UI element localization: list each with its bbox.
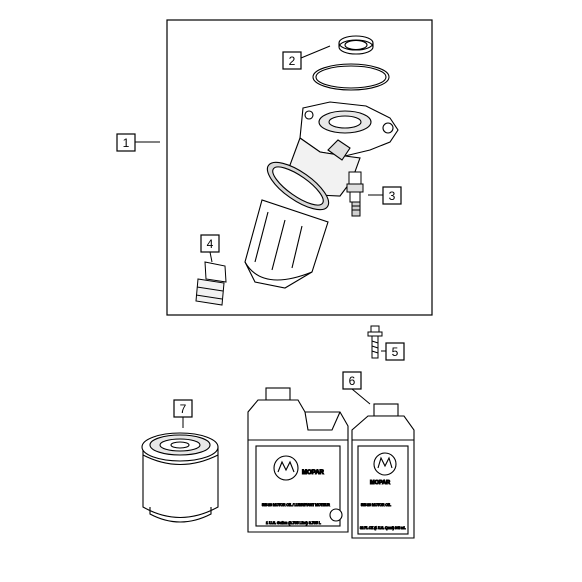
callout-4[interactable]: 4 (200, 234, 220, 263)
part-5-bolt[interactable] (367, 325, 383, 359)
part-6-oil-bottle[interactable]: MOPAR 5W-20 MOTOR OIL 32 FL OZ (1 U.S. Q… (351, 403, 415, 539)
part-2-seal-small[interactable] (338, 35, 374, 55)
callout-7-label: 7 (180, 402, 187, 416)
callout-5[interactable]: 5 (381, 342, 405, 361)
jug-volume: 1 U.S. Gallon (3.785 Liter) 3.785 L (266, 521, 321, 525)
callout-3[interactable]: 3 (368, 186, 402, 205)
callout-4-label: 4 (207, 237, 214, 251)
jug-label-line1: 5W-20 MOTOR OIL / LUBRIFIANT MOTEUR (262, 503, 330, 507)
part-7-oil-filter[interactable] (141, 432, 219, 523)
part-1-filter-housing[interactable] (244, 101, 399, 289)
part-3-sensor[interactable] (346, 171, 364, 217)
part-4-adapter[interactable] (195, 261, 227, 306)
callout-5-label: 5 (392, 345, 399, 359)
part-2-oring[interactable] (312, 63, 390, 91)
bottle-brand: MOPAR (370, 480, 390, 486)
callout-2-label: 2 (289, 54, 296, 68)
callout-1-label: 1 (123, 136, 130, 150)
callout-3-label: 3 (389, 189, 396, 203)
jug-brand: MOPAR (302, 470, 325, 476)
callout-6[interactable]: 6 (342, 371, 371, 405)
bottle-label-line1: 5W-20 MOTOR OIL (361, 503, 391, 507)
bottle-volume: 32 FL OZ (1 U.S. Quart) 946 mL (360, 526, 406, 530)
callout-6-label: 6 (349, 374, 356, 388)
part-6-oil-jug[interactable]: MOPAR 5W-20 MOTOR OIL / LUBRIFIANT MOTEU… (247, 387, 349, 533)
assembly-frame (166, 19, 433, 316)
callout-7[interactable]: 7 (173, 399, 193, 428)
callout-2[interactable]: 2 (282, 45, 331, 70)
callout-1[interactable]: 1 (116, 133, 160, 152)
